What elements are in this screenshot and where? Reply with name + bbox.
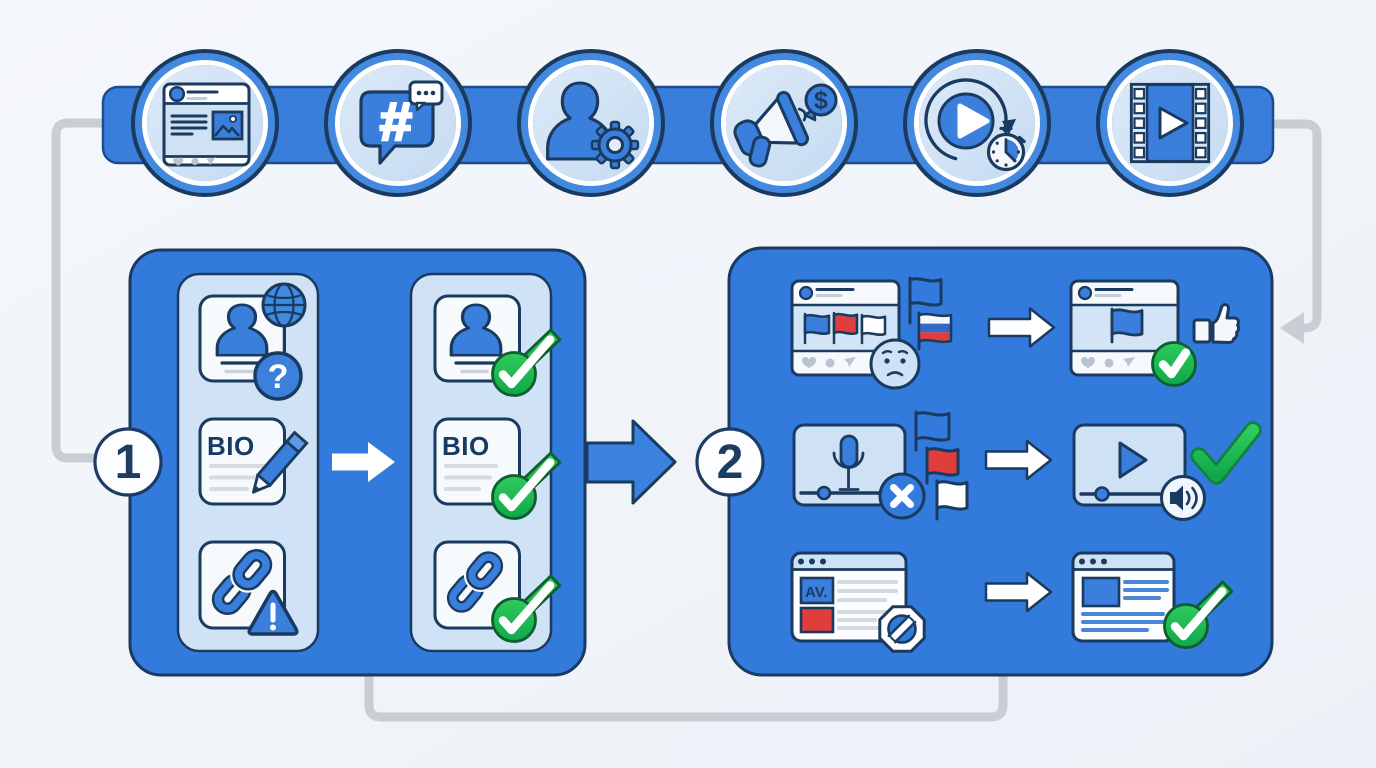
svg-text:#: # xyxy=(380,91,412,152)
svg-text:$: $ xyxy=(814,87,828,115)
svg-text:AV.: AV. xyxy=(805,584,828,601)
svg-text:2: 2 xyxy=(717,436,744,489)
svg-text:BIO: BIO xyxy=(442,431,490,461)
svg-text:1: 1 xyxy=(115,436,142,489)
svg-text:BIO: BIO xyxy=(207,431,255,461)
svg-text:?: ? xyxy=(268,358,289,396)
